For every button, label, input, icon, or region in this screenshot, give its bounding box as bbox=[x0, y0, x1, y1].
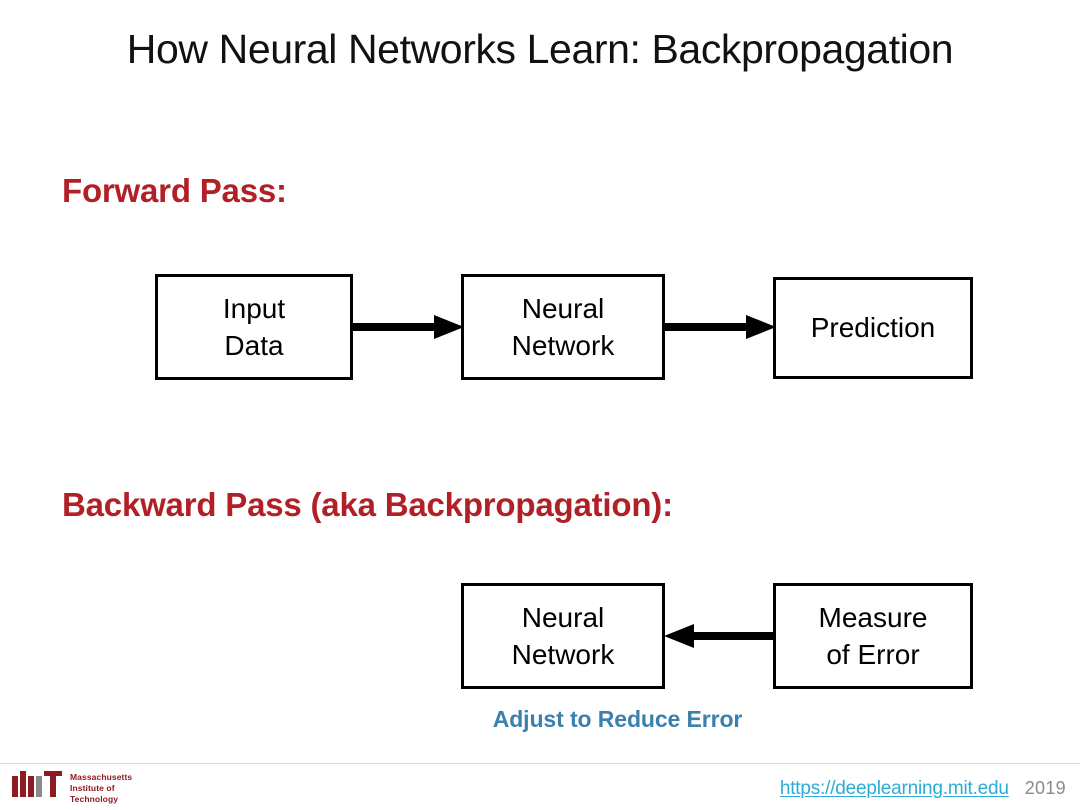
flow-box-measure-of-error: Measure of Error bbox=[773, 583, 973, 689]
mit-logo: Massachusetts Institute of Technology bbox=[12, 771, 132, 806]
arrow-left-icon bbox=[662, 621, 778, 651]
flow-box-label-line: Neural bbox=[521, 292, 605, 324]
mit-wordmark-line: Institute of bbox=[70, 783, 115, 794]
footer-right: https://deeplearning.mit.edu 2019 bbox=[780, 778, 1066, 800]
flow-box-label-line: Measure bbox=[818, 601, 928, 633]
flow-box-label-line: Prediction bbox=[810, 312, 936, 344]
course-website-link[interactable]: https://deeplearning.mit.edu bbox=[779, 778, 1009, 799]
flow-box-input-data: Input Data bbox=[155, 274, 353, 380]
footer-year: 2019 bbox=[1024, 778, 1066, 798]
caption-text: Adjust to Reduce Error bbox=[492, 706, 743, 732]
mit-wordmark: Massachusetts Institute of Technology bbox=[70, 771, 132, 806]
flow-box-label-line: Neural bbox=[521, 601, 605, 633]
footer-divider bbox=[0, 763, 1080, 764]
flow-box-label-line: Input bbox=[222, 292, 286, 324]
arrow-right-icon bbox=[350, 312, 466, 342]
flow-box-label-line: Data bbox=[224, 330, 284, 361]
mit-bars-icon bbox=[12, 771, 62, 802]
adjust-to-reduce-error-caption: Adjust to Reduce Error bbox=[0, 706, 1080, 733]
arrow-right-icon bbox=[662, 312, 778, 342]
flow-box-label-line: Network bbox=[511, 330, 615, 361]
flow-box-neural-network-backward: Neural Network bbox=[461, 583, 665, 689]
flow-box-prediction: Prediction bbox=[773, 277, 973, 379]
mit-wordmark-line: Massachusetts bbox=[70, 772, 133, 782]
flow-box-neural-network-forward: Neural Network bbox=[461, 274, 665, 380]
flow-box-label-line: of Error bbox=[826, 639, 920, 670]
page-title: How Neural Networks Learn: Backpropagati… bbox=[126, 26, 954, 72]
mit-wordmark-line: Technology bbox=[70, 794, 119, 805]
flow-box-label-line: Network bbox=[511, 639, 615, 670]
forward-pass-heading: Forward Pass: bbox=[62, 172, 287, 209]
backward-pass-heading: Backward Pass (aka Backpropagation): bbox=[62, 486, 673, 523]
